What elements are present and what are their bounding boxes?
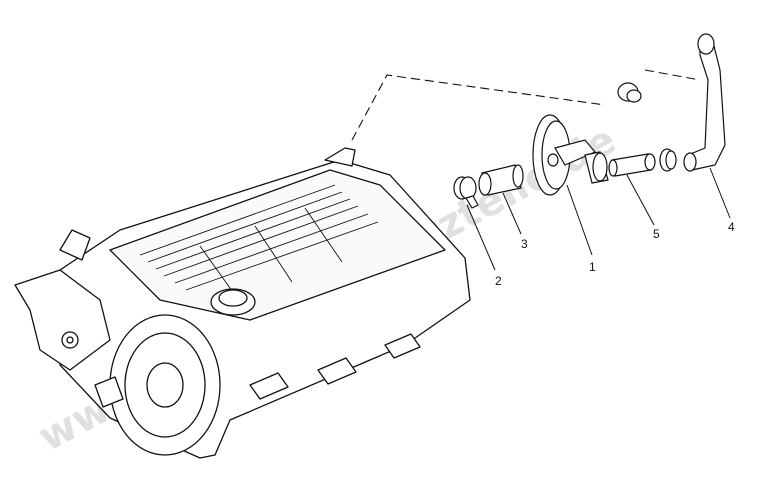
engine-cylinder-head xyxy=(14,147,471,459)
leader-lines xyxy=(466,167,731,271)
callout-5: 5 xyxy=(653,227,660,241)
callouts: 1 2 3 4 5 xyxy=(495,220,735,288)
callout-1: 1 xyxy=(589,260,596,274)
part-5-connector-pipe xyxy=(608,148,677,177)
callout-2: 2 xyxy=(495,274,502,288)
callout-3: 3 xyxy=(521,237,528,251)
part-1-breather-valve xyxy=(532,114,609,196)
callout-4: 4 xyxy=(728,220,735,234)
part-2-hose-clamp xyxy=(453,176,479,209)
small-hose-clamp xyxy=(617,82,642,103)
part-4-bent-hose xyxy=(683,33,726,172)
hose-routing-dashed-lines xyxy=(351,69,701,141)
part-3-hose-sleeve xyxy=(478,164,524,196)
